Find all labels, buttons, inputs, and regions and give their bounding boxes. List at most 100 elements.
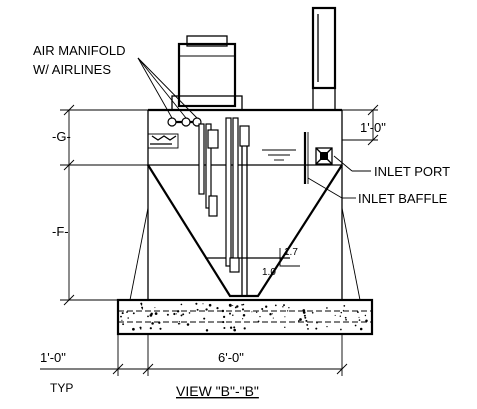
concrete-speckle — [222, 321, 225, 324]
concrete-speckle — [147, 315, 149, 318]
concrete-speckle — [121, 312, 124, 315]
concrete-speckle — [132, 327, 135, 331]
concrete-speckle — [205, 308, 208, 311]
concrete-speckle — [283, 304, 285, 307]
concrete-speckle — [282, 306, 284, 308]
concrete-speckle — [243, 327, 246, 330]
dim-f-label: -F- — [52, 224, 69, 239]
concrete-speckle — [175, 313, 177, 315]
concrete-speckle — [265, 305, 268, 308]
inlet-port-label: INLET PORT — [374, 164, 450, 179]
concrete-speckle — [205, 329, 209, 332]
concrete-speckle — [140, 328, 142, 330]
concrete-speckle — [284, 316, 286, 318]
concrete-speckle — [127, 317, 129, 319]
concrete-speckle — [132, 312, 135, 315]
concrete-speckle — [302, 309, 306, 312]
concrete-speckle — [242, 303, 245, 306]
concrete-speckle — [269, 313, 272, 316]
concrete-speckle — [286, 310, 289, 312]
concrete-speckle — [274, 304, 277, 307]
concrete-speckle — [149, 327, 152, 330]
concrete-speckle — [311, 311, 314, 314]
concrete-speckle — [229, 312, 231, 315]
concrete-speckle — [261, 307, 264, 311]
concrete-speckle — [126, 311, 128, 313]
concrete-speckle — [334, 314, 336, 316]
concrete-speckle — [342, 309, 344, 311]
concrete-speckle — [154, 312, 158, 315]
concrete-speckle — [326, 307, 328, 309]
concrete-speckle — [302, 311, 306, 314]
concrete-speckle — [340, 328, 342, 331]
concrete-speckle — [178, 321, 180, 323]
concrete-speckle — [203, 317, 206, 320]
slope-rise-label: 1.7 — [284, 247, 298, 258]
concrete-speckle — [233, 326, 236, 329]
concrete-speckle — [316, 322, 318, 324]
concrete-speckle — [340, 311, 343, 314]
concrete-speckle — [326, 325, 328, 328]
inlet-port — [315, 147, 333, 165]
concrete-speckle — [141, 306, 144, 309]
dimension-lines — [40, 104, 379, 376]
concrete-speckle — [233, 328, 236, 332]
concrete-speckle — [304, 316, 307, 319]
dim-width-label: 6'-0" — [218, 350, 244, 365]
concrete-speckle — [180, 314, 183, 317]
concrete-speckle — [236, 305, 239, 308]
concrete-speckle — [298, 320, 300, 322]
airlines-label: W/ AIRLINES — [33, 62, 111, 77]
concrete-speckle — [242, 318, 244, 320]
leader-lines — [137, 57, 371, 199]
concrete-speckle — [186, 323, 190, 326]
concrete-speckle — [315, 327, 318, 330]
concrete-speckle — [259, 315, 261, 318]
concrete-speckle — [150, 312, 153, 316]
dim-top-right-label: 1'-0" — [360, 120, 386, 135]
concrete-speckle — [232, 304, 234, 307]
tank-body — [129, 164, 361, 301]
concrete-speckle — [122, 323, 125, 326]
concrete-speckle — [354, 324, 357, 327]
air-manifold — [147, 117, 202, 149]
concrete-speckle — [345, 318, 347, 321]
view-title: VIEW "B"-"B" — [176, 383, 259, 399]
concrete-speckle — [208, 303, 212, 307]
concrete-speckle — [177, 322, 180, 325]
concrete-speckle — [222, 315, 226, 319]
concrete-speckle — [121, 319, 123, 321]
concrete-speckle — [232, 314, 234, 317]
concrete-speckle — [307, 328, 309, 330]
concrete-speckle — [139, 326, 142, 329]
concrete-speckle — [140, 304, 143, 306]
concrete-speckle — [120, 315, 122, 318]
concrete-speckle — [344, 316, 347, 319]
dim-g-label: -G- — [52, 129, 71, 144]
slope-run-label: 1.0 — [262, 267, 276, 278]
concrete-speckle — [299, 318, 302, 321]
water-level-symbol — [262, 149, 296, 161]
concrete-speckle — [339, 315, 342, 317]
concrete-speckle — [358, 316, 360, 318]
concrete-speckle — [272, 317, 274, 319]
concrete-speckle — [357, 311, 359, 313]
airlines — [198, 117, 250, 296]
concrete-speckle — [140, 302, 143, 305]
concrete-speckle — [176, 310, 180, 313]
concrete-speckle — [221, 309, 225, 313]
concrete-speckle — [228, 303, 232, 307]
typ-label: TYP — [50, 381, 73, 395]
concrete-speckle — [154, 307, 156, 309]
air-manifold-label: AIR MANIFOLD — [33, 43, 125, 58]
concrete-speckle — [303, 314, 306, 317]
concrete-speckle — [241, 303, 243, 306]
concrete-speckle — [365, 320, 368, 323]
concrete-speckle — [159, 327, 162, 330]
blower-unit — [171, 35, 243, 111]
dim-one-foot-label: 1'-0" — [40, 350, 66, 365]
concrete-speckle — [257, 320, 260, 323]
concrete-speckle — [223, 326, 226, 330]
